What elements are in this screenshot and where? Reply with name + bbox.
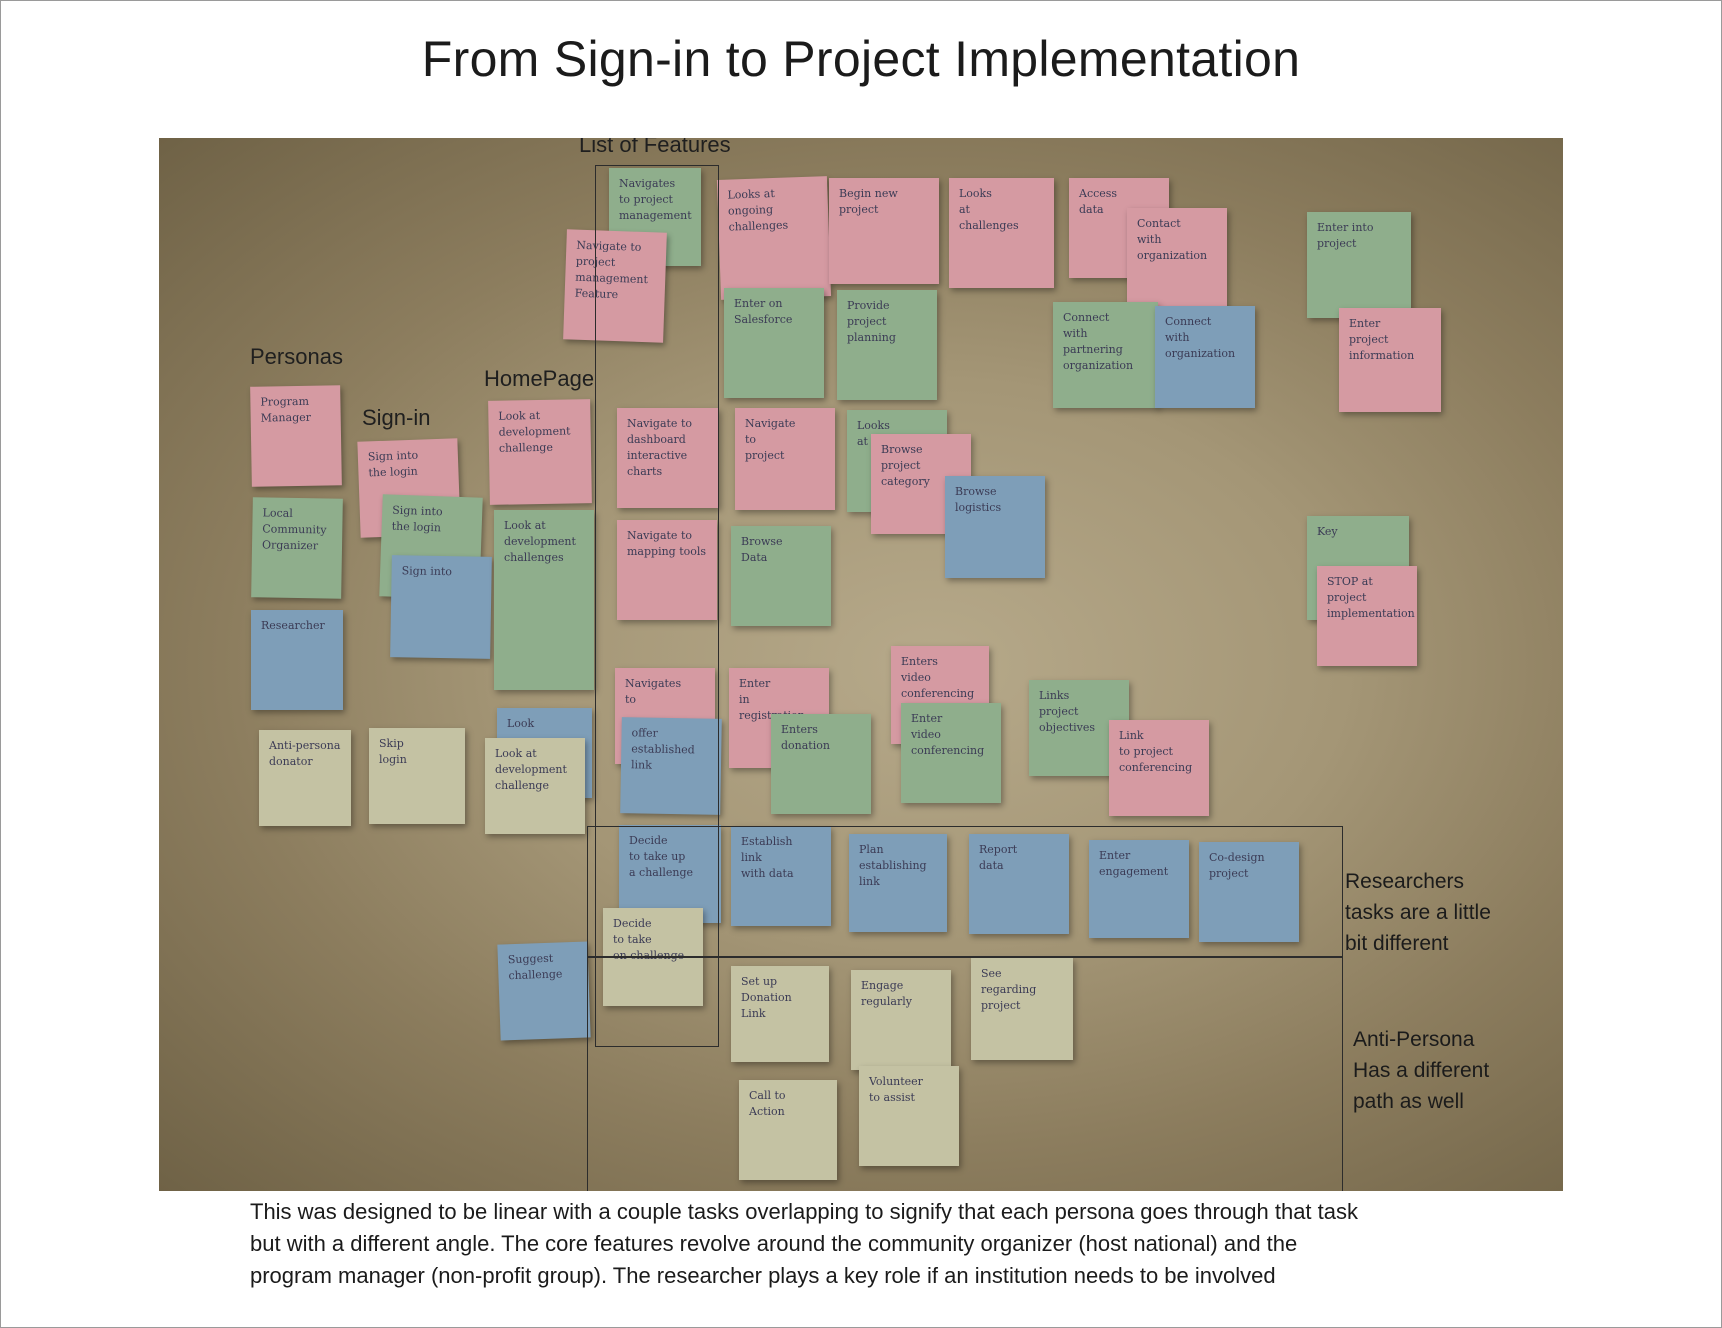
- footer-line: but with a different angle. The core fea…: [250, 1231, 1298, 1256]
- list-of-features-label: List of Features: [579, 138, 731, 157]
- researchers-note-line: Researchers: [1345, 870, 1465, 893]
- researchers-note-line: bit different: [1345, 932, 1449, 955]
- homepage-label: HomePage: [484, 366, 595, 391]
- personas-label: Personas: [250, 344, 343, 369]
- researchers-note: Researchers tasks are a little bit diffe…: [1345, 866, 1491, 959]
- sticky-note: Researcher: [251, 610, 343, 710]
- footer-line: program manager (non-profit group). The …: [250, 1263, 1276, 1288]
- sign-in-label: Sign-in: [362, 405, 431, 430]
- page-title: From Sign-in to Project Implementation: [421, 31, 1301, 87]
- researchers-note-line: tasks are a little: [1345, 901, 1491, 924]
- anti-persona-note-line: Anti-Persona: [1353, 1028, 1475, 1051]
- footer-line: This was designed to be linear with a co…: [250, 1199, 1359, 1224]
- anti-persona-note: Anti-Persona Has a different path as wel…: [1353, 1024, 1489, 1117]
- anti-persona-note-line: Has a different: [1353, 1059, 1490, 1082]
- footer-description: This was designed to be linear with a co…: [250, 1196, 1550, 1292]
- anti-persona-note-line: path as well: [1353, 1090, 1464, 1113]
- sticky-note: Sign into: [390, 555, 492, 659]
